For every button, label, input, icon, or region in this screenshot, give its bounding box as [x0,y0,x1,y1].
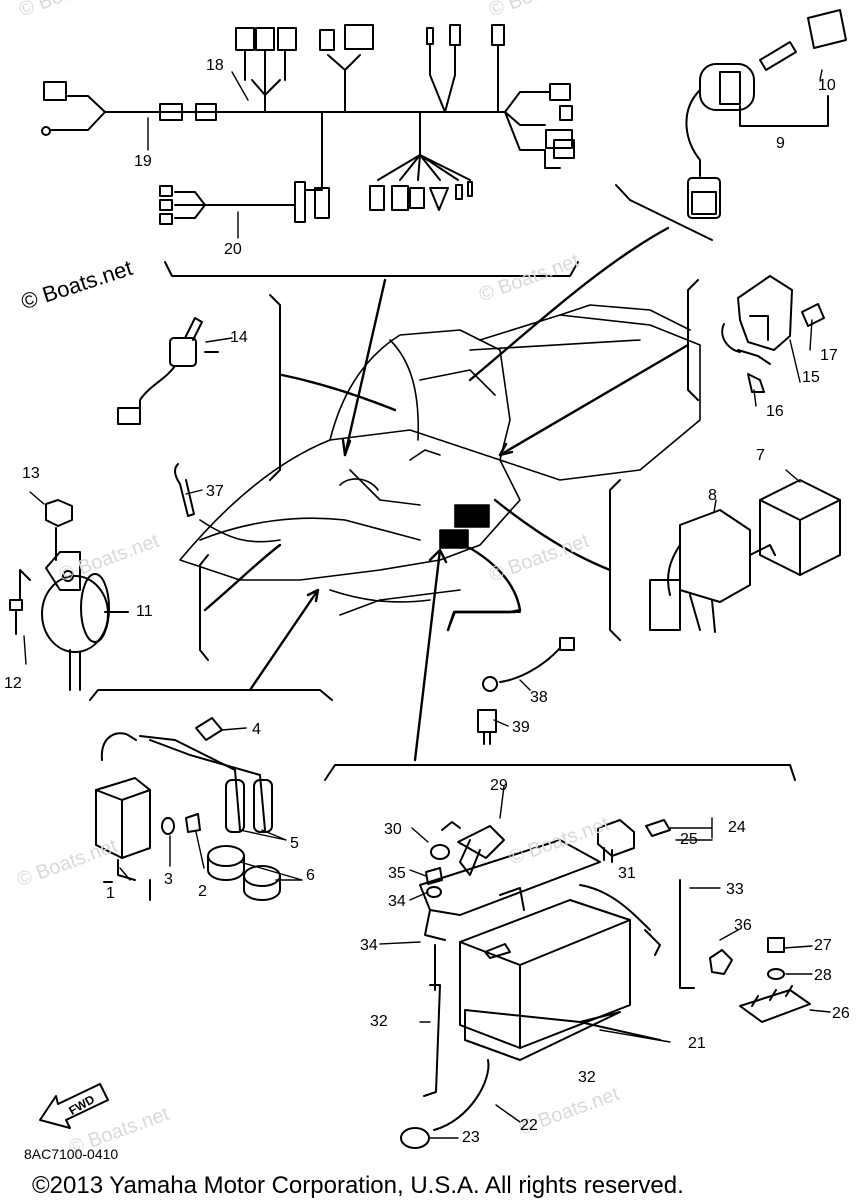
callout-number: 10 [818,77,836,94]
callout-number: 30 [384,821,402,838]
regulator-15 [721,275,825,393]
callout-number: 29 [490,777,508,794]
group-brackets [89,279,796,781]
callout-number: 14 [230,329,248,346]
main-switch [685,9,847,219]
callout-number: 16 [766,403,784,420]
callout-number: 26 [832,1005,850,1022]
callout-number: 39 [512,719,530,736]
callout-number: 21 [688,1035,706,1052]
callout-number: 34 [360,937,378,954]
callout-number: 23 [462,1129,480,1146]
callout-number: 12 [4,675,22,692]
fwd-arrow-icon [39,1083,109,1129]
callout-number: 6 [306,867,315,884]
callout-number: 15 [802,369,820,386]
callout-number: 1 [106,885,115,902]
callout-number: 11 [136,603,153,620]
harness-bracket [164,261,579,277]
callout-number: 3 [164,871,173,888]
battery-group [400,819,811,1149]
callout-number: 35 [388,865,406,882]
switch-bracket [615,184,713,241]
callout-number: 7 [756,447,765,464]
callout-number: 25 [680,831,698,848]
diagram-code: 8AC7100-0410 [24,1146,119,1162]
callout-number: 32 [578,1069,596,1086]
clip-38 [173,463,195,517]
sensor-39-40 [477,637,575,745]
callout-number: 8 [708,487,717,504]
callout-number: 31 [618,865,636,882]
callout-number: 33 [726,881,744,898]
callout-number: 20 [224,241,242,258]
copyright-notice: ©2013 Yamaha Motor Corporation, U.S.A. A… [32,1172,684,1199]
wire-harness [41,24,575,225]
callout-number: 37 [206,483,224,500]
callout-number: 32 [370,1013,388,1030]
callout-number: 5 [290,835,299,852]
cdi-unit [649,479,841,633]
callout-number: 24 [728,819,746,836]
callout-lines [23,69,831,1139]
ignition-coil-group [95,717,281,901]
callout-number: 13 [22,465,40,482]
callout-number: 9 [776,135,785,152]
callout-number: 28 [814,967,832,984]
kill-switch [117,317,219,425]
callout-number: 38 [530,689,548,706]
callout-number: 2 [198,883,207,900]
callout-number: 19 [134,153,152,170]
callout-number: 17 [820,347,838,364]
callout-number: 18 [206,57,224,74]
callout-number: 27 [814,937,832,954]
headlight-assembly [9,499,129,691]
callout-number: 34 [388,893,406,910]
snowmobile [179,304,701,616]
callout-number: 36 [734,917,752,934]
callout-number: 4 [252,721,261,738]
callout-number: 22 [520,1117,538,1134]
